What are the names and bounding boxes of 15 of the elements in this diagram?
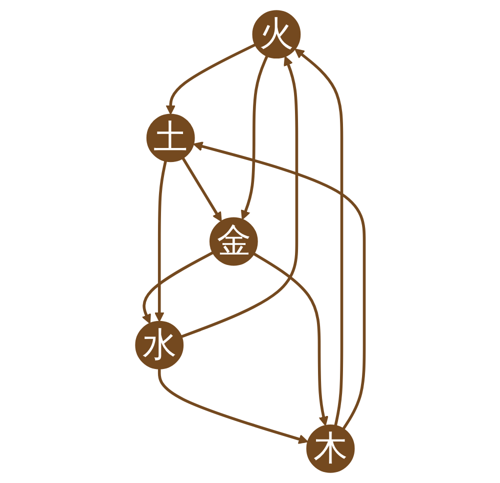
arrow (166, 43, 256, 115)
arrow (158, 368, 308, 444)
node-circle: 火 (252, 10, 301, 59)
arrow (181, 56, 298, 338)
arrow (154, 160, 167, 322)
arrow (182, 157, 222, 222)
node-circle: 金 (209, 217, 258, 266)
arrow (253, 252, 328, 426)
arrow (240, 55, 268, 220)
node-circle: 土 (146, 114, 195, 162)
arrow (142, 251, 214, 324)
node-circle: 木 (306, 424, 355, 473)
arrow (294, 48, 344, 426)
arrow (193, 142, 366, 430)
node-circle: 水 (135, 320, 184, 370)
